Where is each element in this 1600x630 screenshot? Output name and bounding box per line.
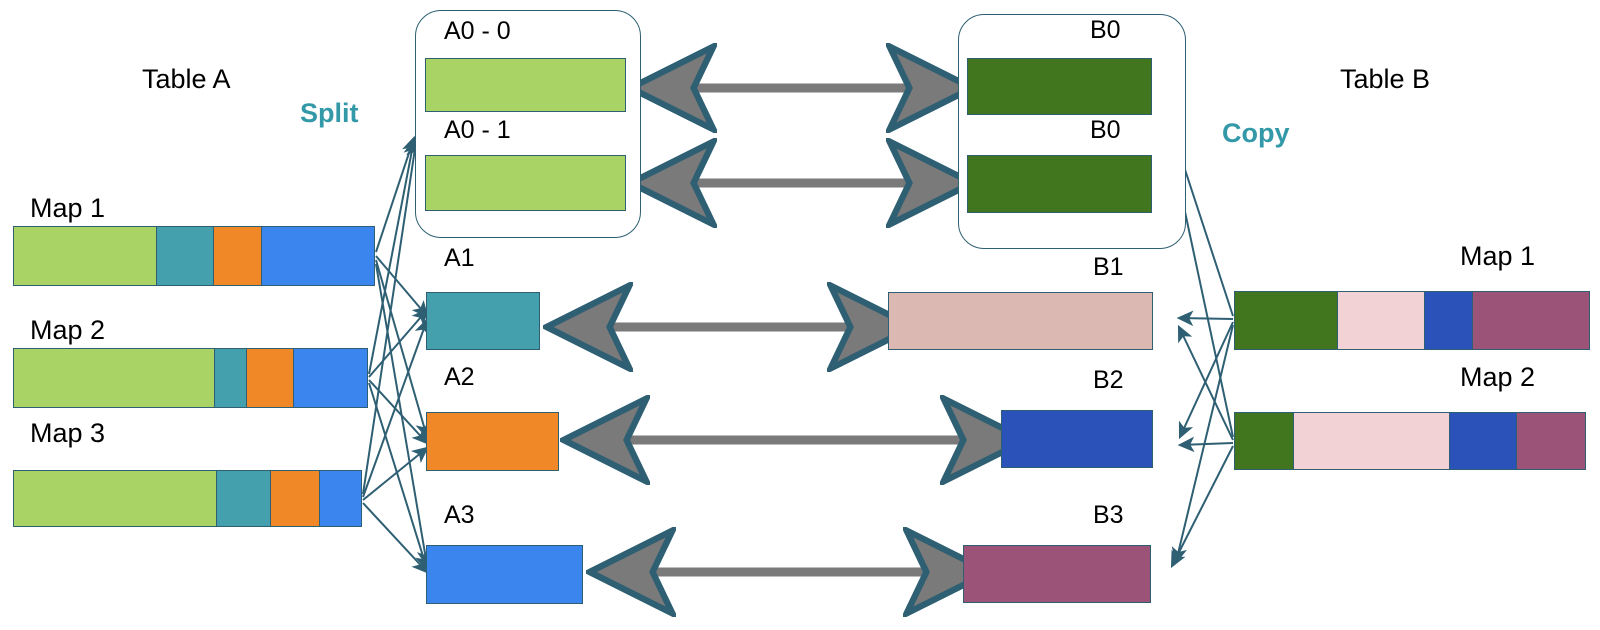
- right-map-2-label: Map 2: [1460, 362, 1536, 392]
- b0-second-block[interactable]: [967, 155, 1152, 213]
- left-map-1-segment-a0[interactable]: [14, 227, 158, 285]
- left-map-1-segment-a3[interactable]: [261, 227, 374, 285]
- b3-block[interactable]: [963, 545, 1151, 603]
- right-map-2-bar[interactable]: [1234, 412, 1586, 470]
- a0-0-label: A0 - 0: [444, 17, 511, 45]
- left-map-3-segment-a3[interactable]: [320, 471, 361, 526]
- left-map-3-segment-a2[interactable]: [271, 471, 321, 526]
- left-map-1-segment-a1[interactable]: [157, 227, 214, 285]
- right-map-2-segment-b2[interactable]: [1449, 413, 1518, 469]
- b0-first-label: B0: [1090, 16, 1121, 44]
- b2-block[interactable]: [1001, 410, 1153, 468]
- table-a-title: Table A: [142, 64, 231, 94]
- b2-label: B2: [1093, 366, 1124, 394]
- a2-label: A2: [444, 363, 475, 391]
- left-map-2-segment-a2[interactable]: [246, 349, 295, 407]
- b3-label: B3: [1093, 501, 1124, 529]
- left-map-1-label: Map 1: [30, 193, 106, 223]
- split-label: Split: [300, 98, 359, 128]
- left-map-2-segment-a1[interactable]: [214, 349, 247, 407]
- a1-label: A1: [444, 244, 475, 272]
- right-map-2-segment-b1[interactable]: [1293, 413, 1450, 469]
- right-map-1-segment-b0[interactable]: [1235, 292, 1339, 349]
- left-map-3-segment-a1[interactable]: [216, 471, 272, 526]
- a3-label: A3: [444, 501, 475, 529]
- right-map-1-segment-b3[interactable]: [1472, 292, 1589, 349]
- copy-label: Copy: [1222, 118, 1290, 148]
- b0-second-label: B0: [1090, 116, 1121, 144]
- a2-block[interactable]: [426, 412, 559, 471]
- right-map-2-segment-b0[interactable]: [1235, 413, 1294, 469]
- left-map-2-bar[interactable]: [13, 348, 368, 408]
- left-map-1-bar[interactable]: [13, 226, 375, 286]
- a0-0-block[interactable]: [425, 58, 626, 112]
- right-map-1-segment-b2[interactable]: [1424, 292, 1473, 349]
- left-map-1-segment-a2[interactable]: [213, 227, 262, 285]
- a0-1-block[interactable]: [425, 155, 626, 211]
- left-map-2-label: Map 2: [30, 315, 106, 345]
- b1-block[interactable]: [888, 292, 1153, 350]
- left-map-2-segment-a3[interactable]: [294, 349, 367, 407]
- right-map-1-segment-b1[interactable]: [1338, 292, 1425, 349]
- a0-1-label: A0 - 1: [444, 116, 511, 144]
- right-map-1-bar[interactable]: [1234, 291, 1590, 350]
- b1-label: B1: [1093, 253, 1124, 281]
- table-b-title: Table B: [1340, 64, 1431, 94]
- b0-first-block[interactable]: [967, 58, 1152, 115]
- a1-block[interactable]: [426, 292, 540, 350]
- left-map-3-bar[interactable]: [13, 470, 362, 527]
- left-map-2-segment-a0[interactable]: [14, 349, 215, 407]
- right-map-2-segment-b3[interactable]: [1517, 413, 1585, 469]
- left-map-3-segment-a0[interactable]: [14, 471, 217, 526]
- b0-group-card[interactable]: [958, 14, 1186, 249]
- a3-block[interactable]: [426, 545, 583, 604]
- left-map-3-label: Map 3: [30, 418, 106, 448]
- right-map-1-label: Map 1: [1460, 241, 1536, 271]
